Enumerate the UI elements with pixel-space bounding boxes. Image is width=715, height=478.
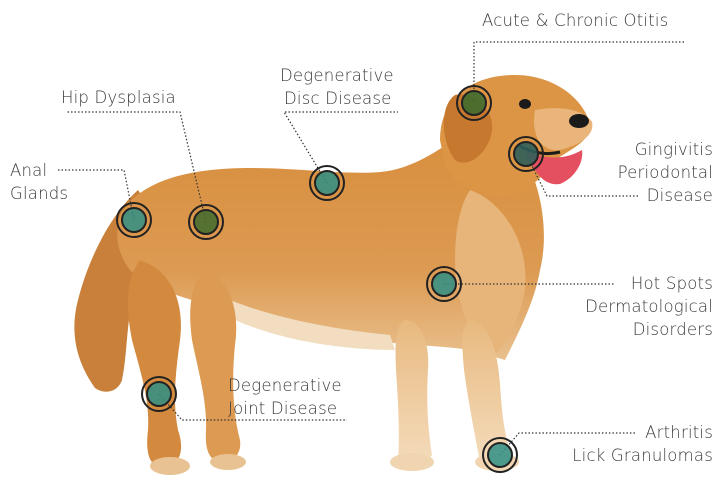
label-anal: Anal Glands — [10, 159, 68, 205]
label-joint: Degenerative Joint Disease — [228, 374, 342, 420]
leader-line-otitis — [474, 42, 684, 103]
leader-line-anal — [58, 170, 134, 220]
label-hotspots: Hot Spots Dermatological Disorders — [585, 272, 713, 341]
label-gingivitis: Gingivitis Periodontal Disease — [618, 138, 713, 207]
label-disc: Degenerative Disc Disease — [280, 64, 394, 110]
leader-line-hip — [66, 112, 206, 222]
label-hip: Hip Dysplasia — [61, 86, 176, 109]
label-otitis: Acute & Chronic Otitis — [482, 9, 668, 32]
label-arthritis: Arthritis Lick Granulomas — [572, 421, 713, 467]
